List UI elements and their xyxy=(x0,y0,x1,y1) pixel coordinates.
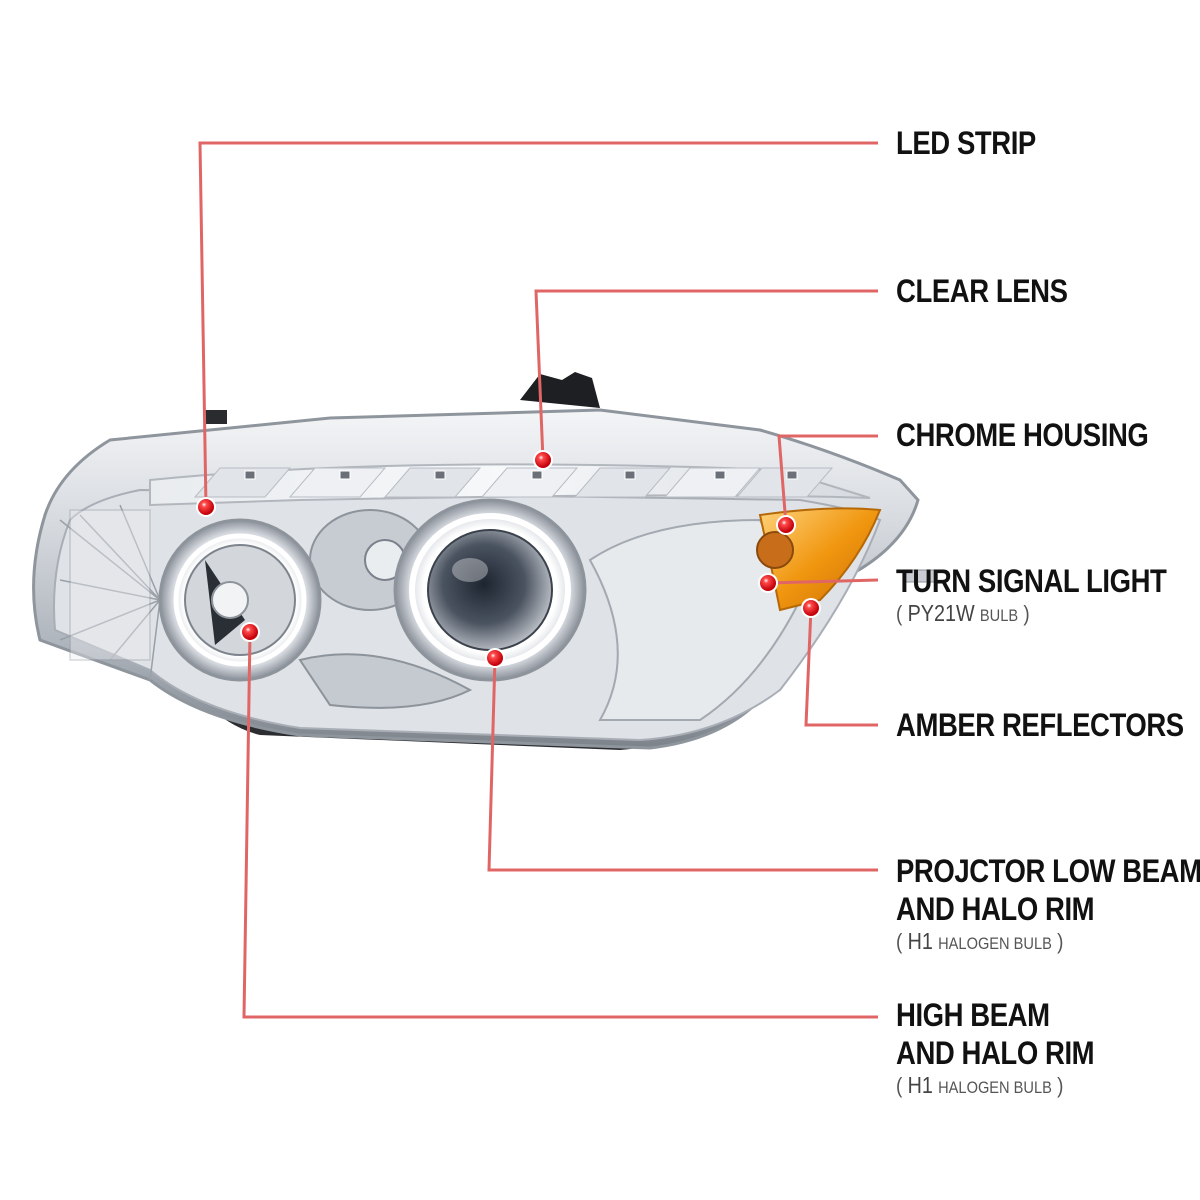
led-chip xyxy=(244,470,256,480)
turn-signal-title: TURN SIGNAL LIGHT xyxy=(896,563,1167,599)
projector-line2: AND HALO RIM xyxy=(896,891,1095,927)
callout-dot-turn-signal xyxy=(760,575,776,591)
led-chip xyxy=(624,470,636,480)
callout-dot-projector xyxy=(487,650,503,666)
led-chip xyxy=(714,470,726,480)
led-strip-facets xyxy=(193,467,834,498)
label-projector-low-beam: PROJCTOR LOW BEAM AND HALO RIM ( H1 HALO… xyxy=(896,852,1200,957)
high-beam-bulb-word: HALOGEN BULB xyxy=(938,1078,1052,1097)
label-turn-signal: TURN SIGNAL LIGHT ( PY21W BULB ) xyxy=(896,562,1167,629)
high-beam-open-paren: ( xyxy=(896,1073,903,1098)
leader-line-chrome-housing xyxy=(777,434,878,526)
leader-line-led-strip xyxy=(198,141,878,508)
callout-dot-clear-lens xyxy=(535,452,551,468)
callout-dots xyxy=(196,450,821,668)
label-clear-lens: CLEAR LENS xyxy=(896,272,1068,310)
led-facet xyxy=(573,467,672,498)
led-facet xyxy=(288,467,387,498)
side-connector xyxy=(904,569,936,583)
led-facet xyxy=(193,467,292,498)
high-beam-projector xyxy=(158,518,322,682)
turn-signal-bulb-note: ( PY21W BULB ) xyxy=(896,600,1166,629)
left-mount-tab xyxy=(205,410,227,424)
callout-dot-high-beam xyxy=(242,624,258,640)
turn-signal-open-paren: ( xyxy=(896,601,903,626)
top-mount-bracket xyxy=(520,372,600,408)
projector-bulb-note: ( H1 HALOGEN BULB ) xyxy=(896,928,1200,957)
led-chip xyxy=(531,470,543,480)
projector-line1: PROJCTOR LOW BEAM xyxy=(896,853,1200,889)
turn-signal-close-paren: ) xyxy=(1023,601,1030,626)
led-chip xyxy=(786,470,798,480)
chrome-housing-title: CHROME HOUSING xyxy=(896,417,1149,453)
low-beam-projector xyxy=(393,498,587,682)
label-chrome-housing: CHROME HOUSING xyxy=(896,416,1149,454)
label-led-strip: LED STRIP xyxy=(896,124,1036,162)
callout-dot-led-strip xyxy=(198,499,214,515)
high-beam-line1: HIGH BEAM xyxy=(896,997,1050,1033)
high-beam-bulb-note: ( H1 HALOGEN BULB ) xyxy=(896,1072,1094,1101)
turn-signal-bulb xyxy=(756,531,794,569)
led-strip-title: LED STRIP xyxy=(896,125,1036,161)
callout-dot-chrome-housing xyxy=(778,517,794,533)
led-facet xyxy=(480,467,579,498)
turn-signal-bulb-word: BULB xyxy=(979,606,1019,625)
left-reflector-facets xyxy=(59,504,162,681)
right-reflector xyxy=(588,518,802,721)
label-amber-reflectors: AMBER REFLECTORS xyxy=(896,706,1184,744)
projector-bulb-word: HALOGEN BULB xyxy=(938,934,1052,953)
label-high-beam: HIGH BEAM AND HALO RIM ( H1 HALOGEN BULB… xyxy=(896,996,1095,1101)
leader-lines xyxy=(198,141,879,1019)
leader-line-projector xyxy=(487,657,878,872)
led-facet xyxy=(663,467,762,498)
projector-open-paren: ( xyxy=(896,929,903,954)
led-chip xyxy=(339,470,351,480)
high-beam-line2: AND HALO RIM xyxy=(896,1035,1095,1071)
high-beam-close-paren: ) xyxy=(1057,1073,1064,1098)
amber-reflectors-title: AMBER REFLECTORS xyxy=(896,707,1184,743)
leader-line-high-beam xyxy=(242,631,878,1019)
clear-lens-title: CLEAR LENS xyxy=(896,273,1068,309)
led-facet xyxy=(383,467,482,498)
headlight-assembly xyxy=(32,372,936,750)
leader-line-amber-reflectors xyxy=(804,607,878,727)
led-chip xyxy=(434,470,446,480)
projector-close-paren: ) xyxy=(1057,929,1064,954)
leader-line-turn-signal xyxy=(767,578,879,585)
projector-bulb-code: H1 xyxy=(907,928,933,954)
leader-line-clear-lens xyxy=(534,289,878,461)
high-beam-bulb-code: H1 xyxy=(907,1072,933,1098)
callout-dot-amber-reflectors xyxy=(803,600,819,616)
turn-signal-bulb-code: PY21W xyxy=(907,600,975,626)
